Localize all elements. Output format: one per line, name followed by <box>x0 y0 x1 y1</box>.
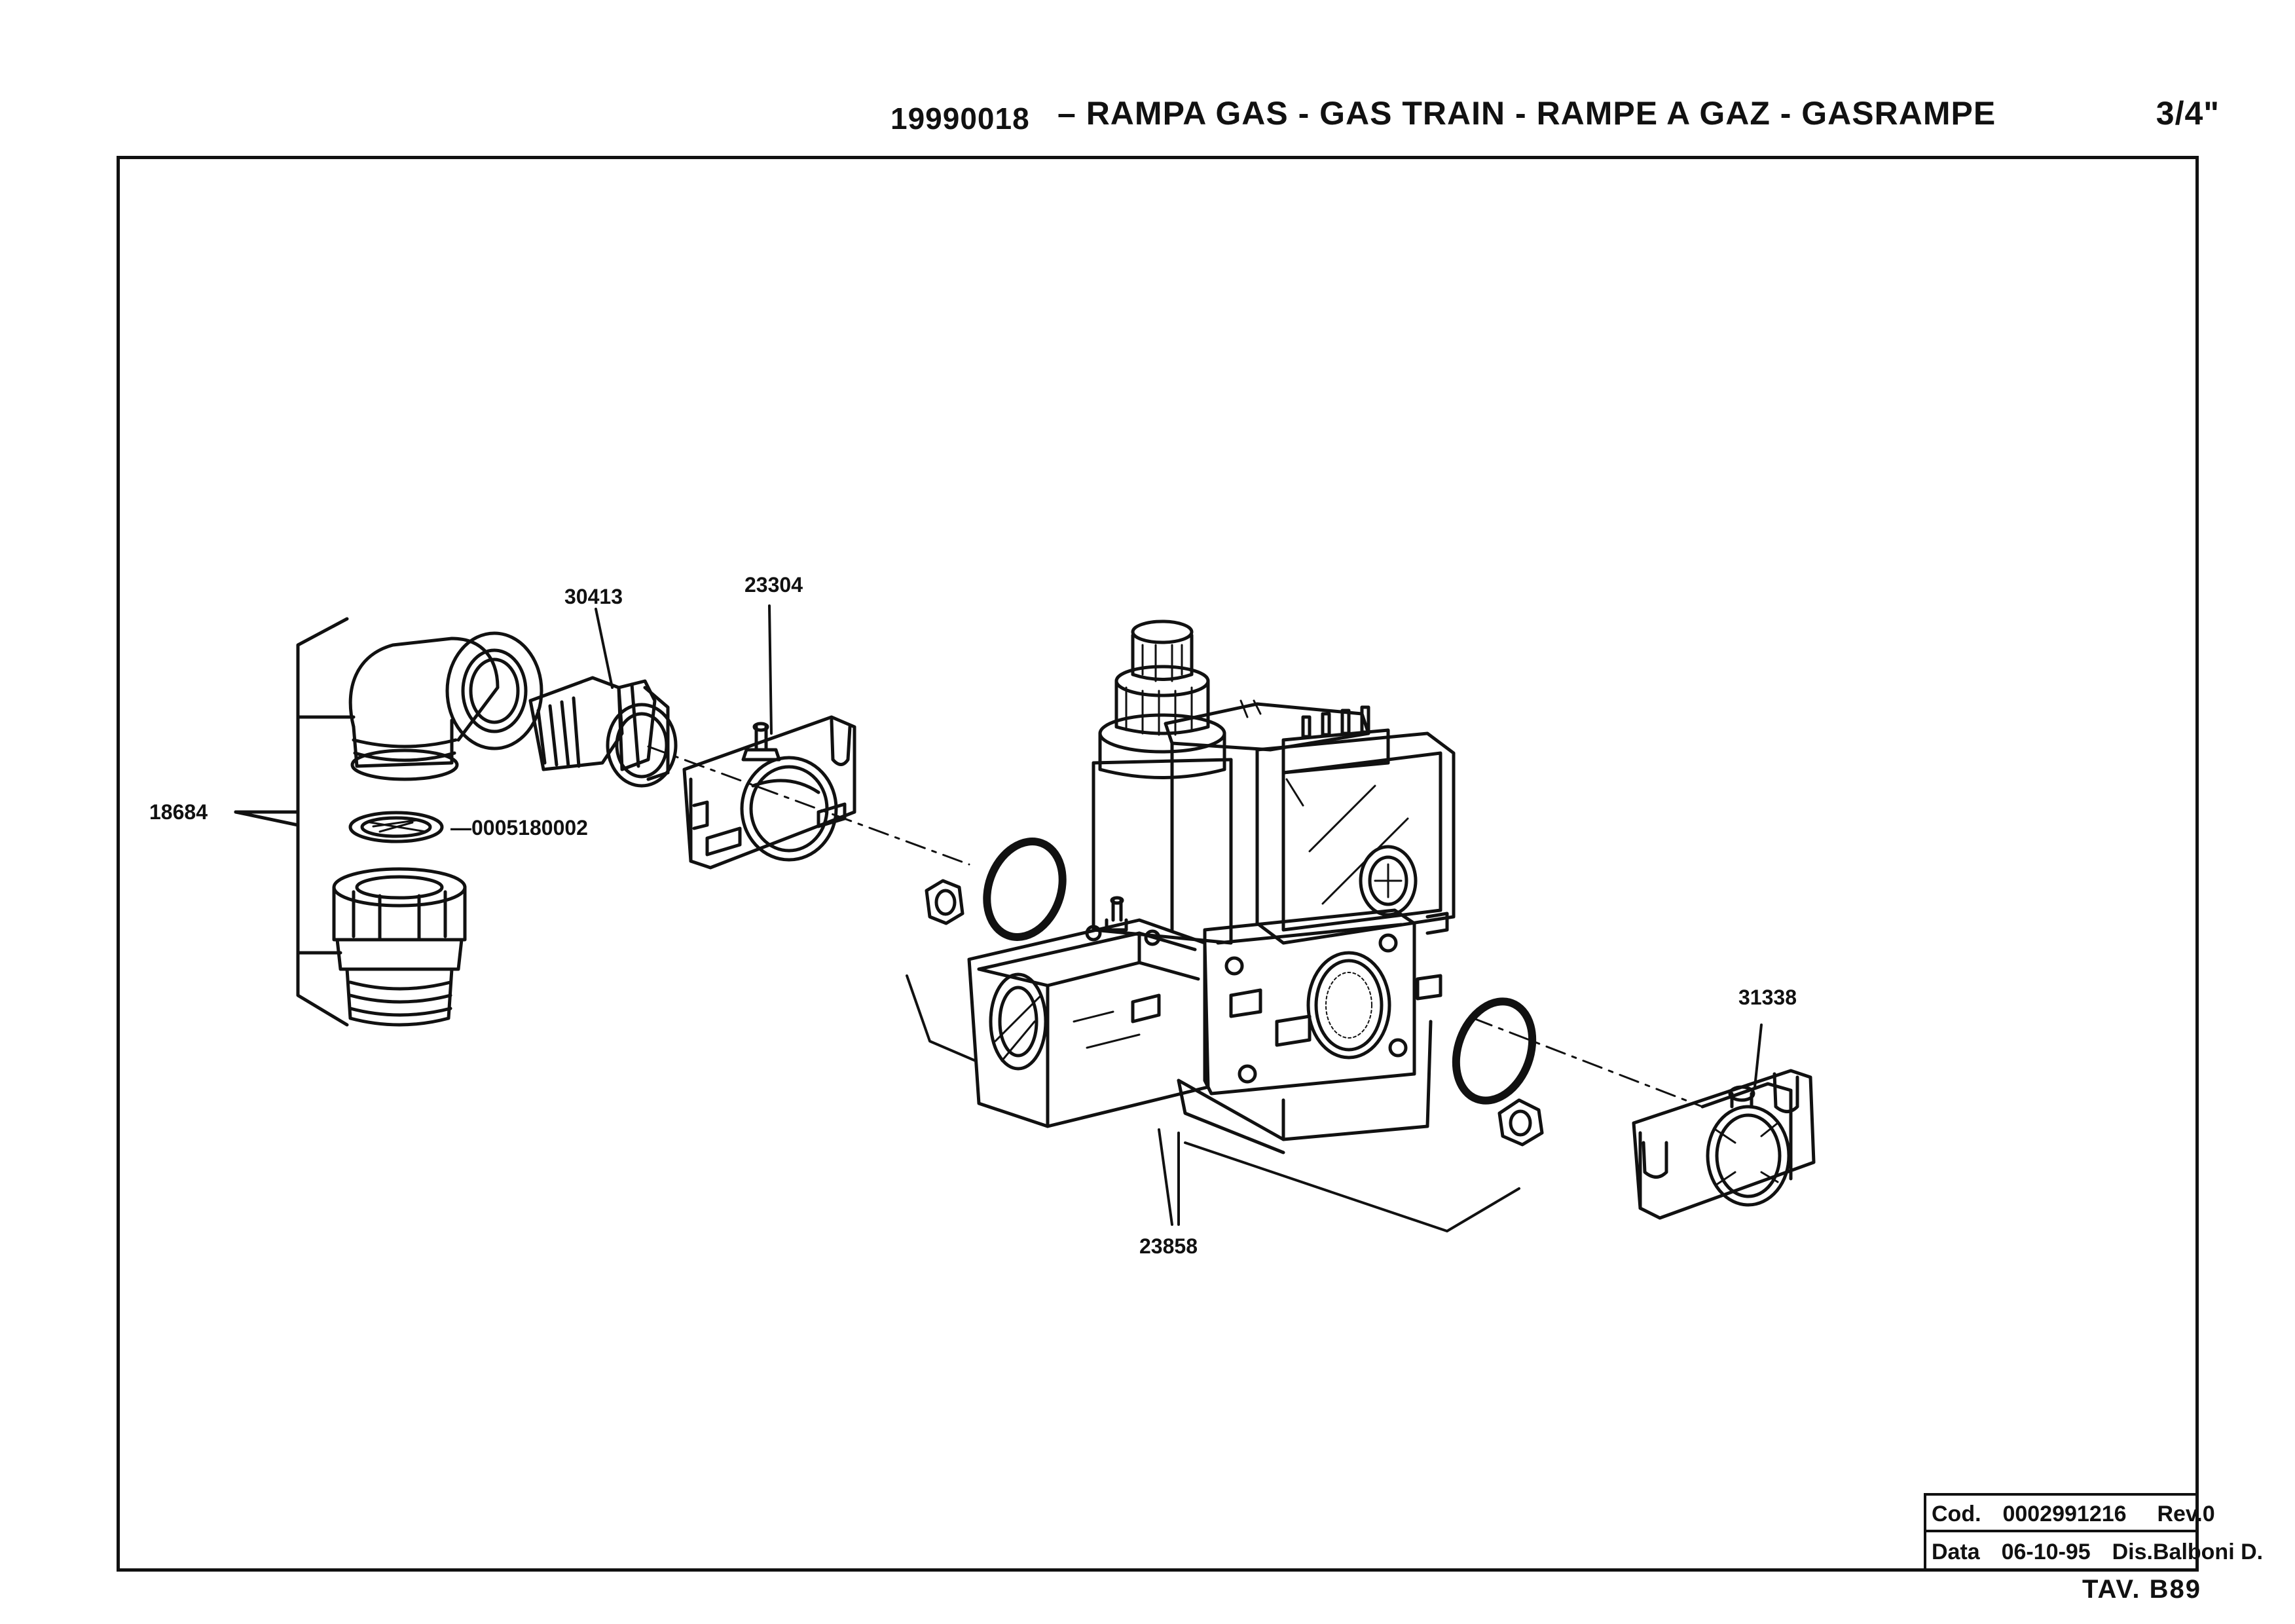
title-block-date-row: Data 06-10-95 Dis.Balboni D. <box>1926 1534 2263 1570</box>
label-23304: 23304 <box>744 573 803 597</box>
inlet-flange-23304 <box>682 715 856 870</box>
title-block-code-row: Cod. 0002991216 Rev.0 <box>1926 1496 2215 1532</box>
drawing-title: – RAMPA GAS - GAS TRAIN - RAMPE A GAZ - … <box>1057 95 1996 132</box>
pipe-size: 3/4" <box>2156 95 2220 132</box>
gas-valve-body-23858 <box>1092 619 1456 1154</box>
sheet-number: TAV. B89 <box>2082 1575 2201 1604</box>
pressure-switch-box <box>967 896 1210 1128</box>
label-31338: 31338 <box>1738 986 1797 1009</box>
o-ring-right <box>1452 997 1537 1105</box>
drawing-code: 19990018 <box>890 101 1030 136</box>
cod-label: Cod. <box>1932 1502 1981 1526</box>
data-label: Data <box>1932 1540 1980 1564</box>
drawing-frame <box>117 156 2199 1572</box>
dis: Dis.Balboni D. <box>2112 1540 2264 1564</box>
elbow-fitting <box>348 631 543 781</box>
group-bracket-18684 <box>234 617 356 1027</box>
label-0005180002: —0005180002 <box>450 816 588 840</box>
union-fitting <box>332 867 467 1027</box>
nut-right <box>1497 1098 1544 1147</box>
gasket-ring <box>348 811 444 843</box>
outlet-flange-31338 <box>1632 1069 1816 1220</box>
o-ring-left <box>983 838 1067 941</box>
nut-left <box>925 879 964 925</box>
rev: Rev.0 <box>2157 1502 2215 1526</box>
label-18684: 18684 <box>149 800 208 824</box>
data-value: 06-10-95 <box>2001 1540 2091 1564</box>
leader-lines <box>595 604 1763 1232</box>
label-23858: 23858 <box>1139 1234 1198 1258</box>
cod-value: 0002991216 <box>2002 1502 2127 1526</box>
threaded-nipple-30413 <box>528 676 678 788</box>
label-30413: 30413 <box>564 585 623 608</box>
drawing-header: 19990018 – RAMPA GAS - GAS TRAIN - RAMPE… <box>890 92 2220 144</box>
title-block: Cod. 0002991216 Rev.0 Data 06-10-95 Dis.… <box>1924 1493 2263 1572</box>
center-axis <box>647 745 1704 1108</box>
